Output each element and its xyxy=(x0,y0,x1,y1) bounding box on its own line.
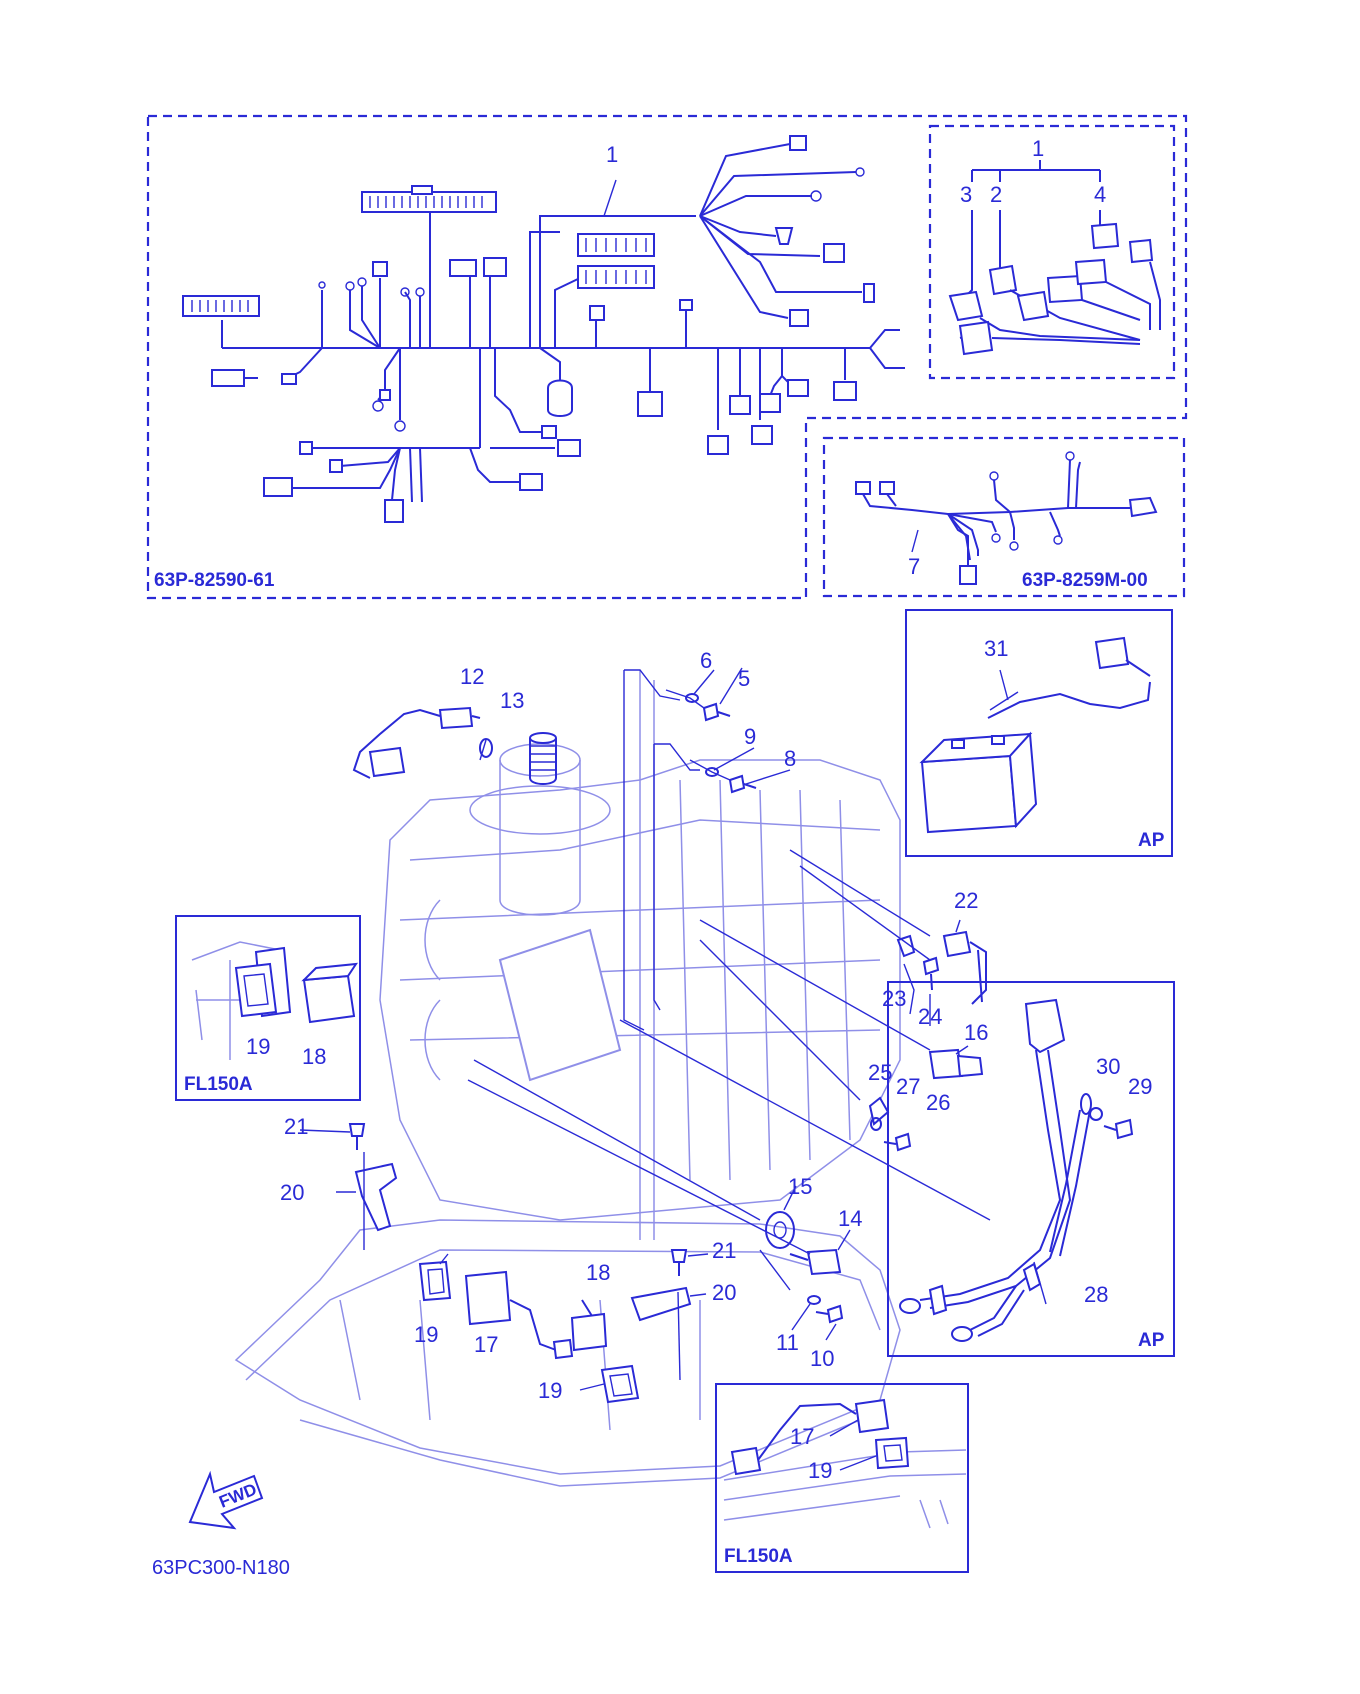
callout-31: 31 xyxy=(984,636,1008,661)
sub-harness-box xyxy=(822,436,1186,598)
bolt-icon xyxy=(348,702,1134,1324)
callout-17-inset: 17 xyxy=(790,1424,814,1449)
callout-19-inset-bottom: 19 xyxy=(808,1458,832,1483)
callout-21-left: 21 xyxy=(284,1114,308,1139)
fl150a-inset-bottom: FL150A xyxy=(715,1383,969,1573)
cable-inset: AP xyxy=(887,981,1175,1357)
engine-block-icon xyxy=(234,670,901,1487)
callout-29: 29 xyxy=(1128,1074,1152,1099)
callout-18-inset: 18 xyxy=(302,1044,326,1069)
callout-9: 9 xyxy=(744,724,756,749)
harness-main-code: 63P-82590-61 xyxy=(154,570,275,591)
ap-label-battery: AP xyxy=(1138,830,1165,851)
callout-1-main: 1 xyxy=(606,142,618,167)
callout-13: 13 xyxy=(500,688,524,713)
callout-5: 5 xyxy=(738,666,750,691)
harness-sub-code: 63P-8259M-00 xyxy=(1022,570,1148,591)
callout-19-lower: 19 xyxy=(538,1378,562,1403)
callout-1-inset: 1 xyxy=(1032,136,1044,161)
fwd-arrow-icon: FWD xyxy=(188,1470,264,1530)
washer-icon xyxy=(685,693,1103,1305)
callout-4: 4 xyxy=(1094,182,1106,207)
callout-3: 3 xyxy=(960,182,972,207)
callout-14: 14 xyxy=(838,1206,862,1231)
harness-frame xyxy=(146,114,1188,600)
fl150a-label-left: FL150A xyxy=(184,1074,253,1095)
harness-section: 63P-82590-61 63P-8259M-00 xyxy=(146,114,1188,600)
callout-2: 2 xyxy=(990,182,1002,207)
fl150a-label-bottom: FL150A xyxy=(724,1546,793,1567)
callout-20-left: 20 xyxy=(280,1180,304,1205)
callout-16: 16 xyxy=(964,1020,988,1045)
callout-leaders xyxy=(299,667,1047,1471)
ap-label-cable: AP xyxy=(1138,1330,1165,1351)
callout-10: 10 xyxy=(810,1346,834,1371)
callout-21-right: 21 xyxy=(712,1238,736,1263)
connector-set xyxy=(948,160,1161,356)
callout-6: 6 xyxy=(700,648,712,673)
wire-harness-icon xyxy=(182,135,905,523)
sensor-icon xyxy=(234,706,987,1404)
sub-harness-icon xyxy=(855,451,1158,585)
battery-cable-icon xyxy=(899,998,1092,1342)
callout-28: 28 xyxy=(1084,1282,1108,1307)
callout-17-main: 17 xyxy=(474,1332,498,1357)
battery-icon xyxy=(919,731,1038,834)
diagram-ref-code: 63PC300-N180 xyxy=(152,1557,290,1579)
callout-18-main: 18 xyxy=(586,1260,610,1285)
callout-20-right: 20 xyxy=(712,1280,736,1305)
callout-26: 26 xyxy=(926,1090,950,1115)
callout-19-main: 19 xyxy=(414,1322,438,1347)
callout-27: 27 xyxy=(896,1074,920,1099)
callout-8: 8 xyxy=(784,746,796,771)
callout-7: 7 xyxy=(908,554,920,579)
callout-19-inset-left: 19 xyxy=(246,1034,270,1059)
callout-25: 25 xyxy=(868,1060,892,1085)
callout-12: 12 xyxy=(460,664,484,689)
callout-23: 23 xyxy=(882,986,906,1011)
callout-labels: 1 1 2 3 4 5 6 7 8 9 10 11 12 13 14 15 16… xyxy=(246,136,1152,1483)
callout-11: 11 xyxy=(776,1330,799,1355)
battery-inset: AP xyxy=(905,609,1173,857)
assembly-lines xyxy=(363,669,991,1381)
callout-30: 30 xyxy=(1096,1054,1120,1079)
callout-22: 22 xyxy=(954,888,978,913)
harness-inset-box xyxy=(928,124,1176,380)
battery-lead-icon xyxy=(987,636,1151,719)
